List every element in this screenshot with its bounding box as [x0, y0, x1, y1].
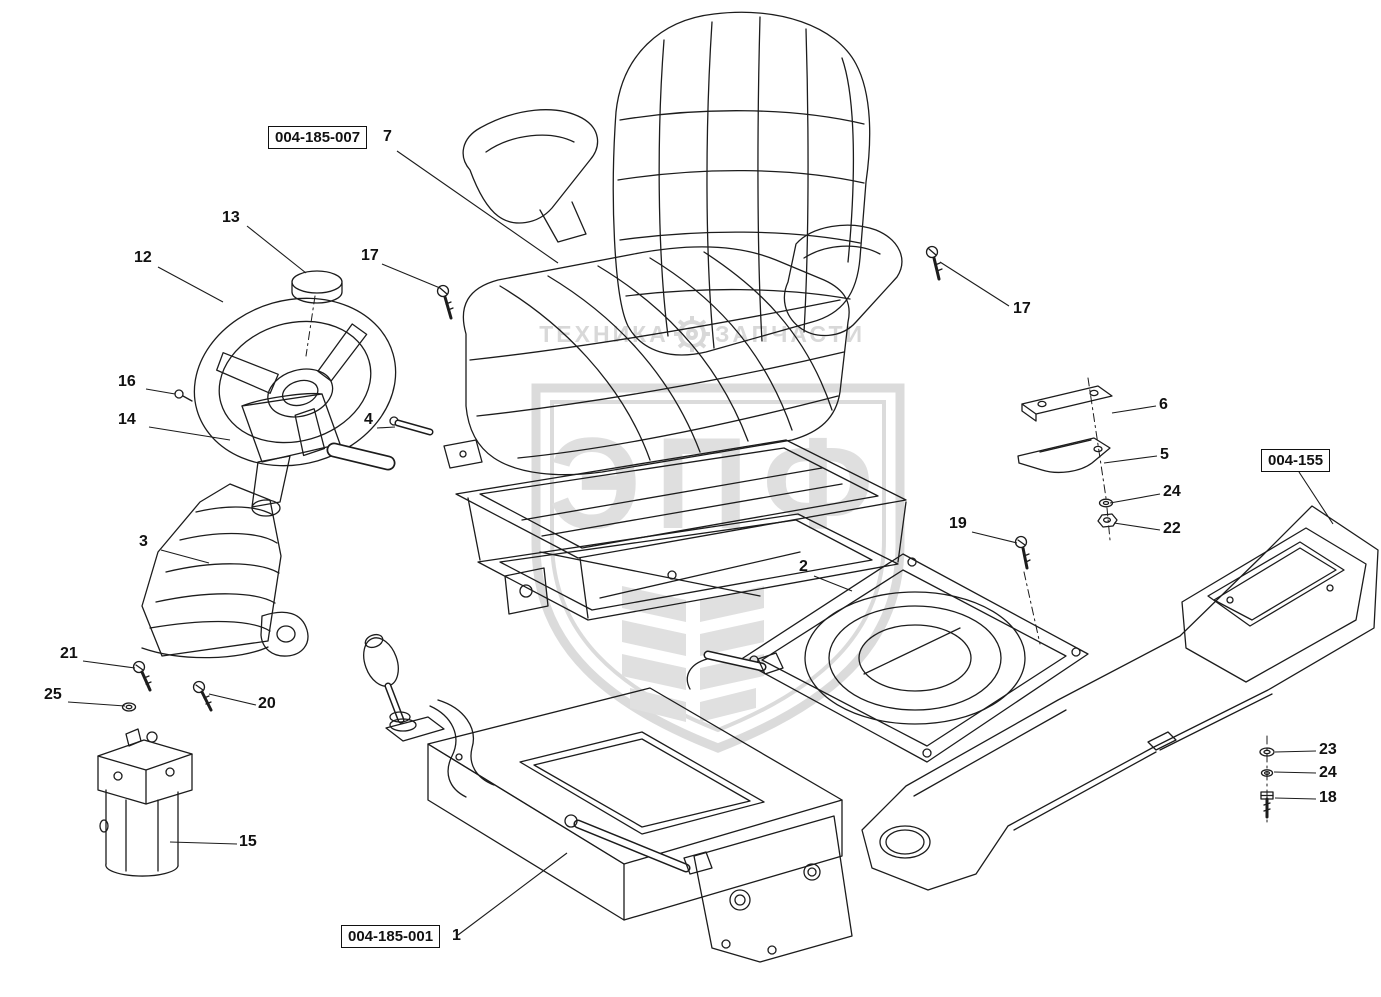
callout-7: 7: [383, 128, 392, 145]
steering-column: [241, 392, 396, 517]
parts-layer: [97, 11, 1379, 963]
seat-illustration: [462, 11, 903, 476]
suspension-frame: [443, 439, 907, 621]
ref-label-seat-base: 004-185-001: [341, 925, 441, 948]
callout-22: 22: [1163, 520, 1181, 537]
control-joystick: [363, 633, 495, 798]
seat-base: [427, 687, 853, 963]
steering-wheel-cap: [291, 270, 343, 304]
watermark-gear-icon: [674, 316, 710, 352]
callout-19: 19: [949, 515, 967, 532]
washer-23: [1259, 747, 1275, 757]
washer-25: [121, 702, 137, 712]
callout-20: 20: [258, 695, 276, 712]
callout-16: 16: [118, 373, 136, 390]
seat-backrest: [612, 11, 871, 356]
nut-22: [1097, 513, 1118, 528]
callout-12: 12: [134, 249, 152, 266]
construction-lines: [305, 295, 1268, 825]
screw-17-right: [925, 245, 943, 281]
right-armrest: [783, 224, 903, 337]
callout-5: 5: [1160, 446, 1169, 463]
set-screw: [174, 389, 193, 402]
callout-24-upper: 24: [1163, 483, 1181, 500]
leader-lines: [67, 150, 1334, 936]
watermark-text-left: ТЕХНИКА: [539, 321, 669, 347]
callout-23: 23: [1319, 741, 1337, 758]
callout-2: 2: [799, 558, 808, 575]
callout-17-right: 17: [1013, 300, 1031, 317]
callout-3: 3: [139, 533, 148, 550]
swivel-plate: [686, 553, 1089, 763]
screw-17-left: [436, 284, 454, 320]
callout-1: 1: [452, 927, 461, 944]
gear-shift-boot: [141, 483, 309, 659]
callout-15: 15: [239, 833, 257, 850]
steering-valve-unit: [97, 728, 193, 877]
washer-24-lower: [1260, 769, 1274, 777]
watermark-shield-letters: ЭПФ: [549, 410, 888, 556]
bolt-20: [192, 680, 213, 712]
bracket-5: [1017, 437, 1111, 474]
callout-17-left: 17: [361, 247, 379, 264]
bracket-6: [1021, 385, 1113, 422]
callout-24-lower: 24: [1319, 764, 1337, 781]
callout-14: 14: [118, 411, 136, 428]
mounting-frame: [861, 505, 1379, 891]
ref-label-mounting-frame: 004-155: [1261, 449, 1331, 472]
callout-4: 4: [364, 411, 373, 428]
steering-wheel: [193, 297, 397, 467]
bolt-18: [1260, 791, 1274, 819]
locking-pin: [389, 416, 434, 436]
watermark-shield-icon: [531, 383, 905, 753]
callout-21: 21: [60, 645, 78, 662]
bolt-21: [132, 660, 152, 692]
callout-13: 13: [222, 209, 240, 226]
ref-label-seat-assembly: 004-185-007: [268, 126, 368, 149]
callout-25: 25: [44, 686, 62, 703]
screw-19: [1014, 535, 1031, 570]
callout-18: 18: [1319, 789, 1337, 806]
left-armrest: [462, 109, 599, 224]
seat-cushion: [462, 246, 850, 476]
callout-6: 6: [1159, 396, 1168, 413]
watermark-tire-tread-icon: [622, 586, 764, 722]
